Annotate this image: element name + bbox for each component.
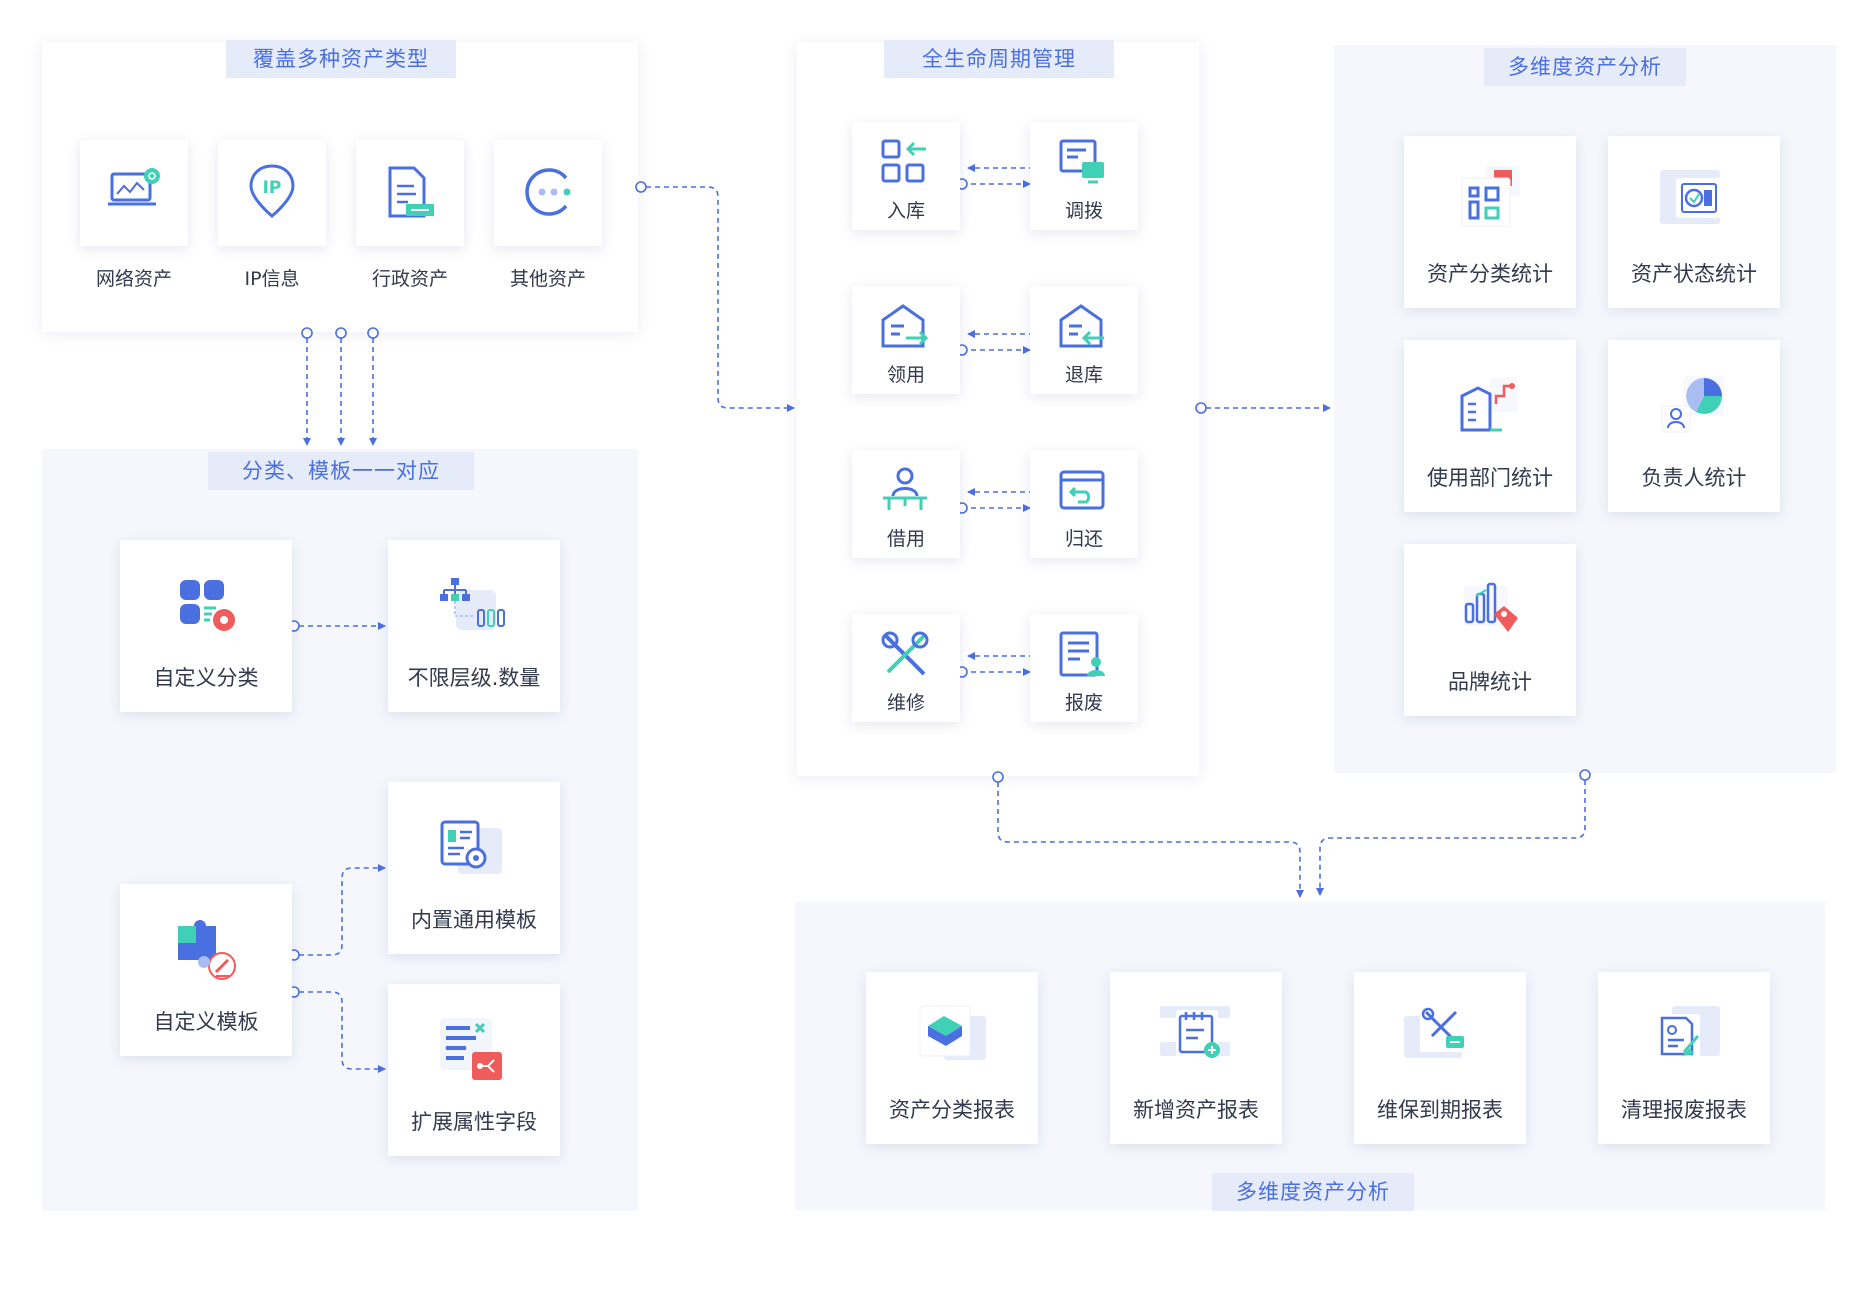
lifecycle-card-return[interactable]: 归还 — [1030, 450, 1138, 558]
lifecycle-label-receive: 领用 — [886, 364, 925, 386]
asset-types-title: 覆盖多种资产类型 — [226, 40, 456, 78]
wrench-icon — [881, 631, 929, 676]
custom-template-label: 自定义模板 — [153, 1010, 259, 1034]
laptop-network-icon — [108, 168, 160, 206]
category-report-icon — [919, 1005, 986, 1060]
hierarchy-icon — [440, 578, 505, 630]
asset-type-label-network: 网络资产 — [95, 268, 172, 290]
lifecycle-label-return: 归还 — [1064, 528, 1103, 550]
analysis-label-status: 资产状态统计 — [1631, 262, 1757, 286]
lifecycle-title: 全生命周期管理 — [884, 40, 1114, 78]
reports-title: 多维度资产分析 — [1212, 1173, 1414, 1211]
svg-text:IP: IP — [263, 178, 282, 198]
borrow-icon — [883, 467, 927, 510]
scrap-icon — [1059, 631, 1105, 677]
inbound-icon — [881, 139, 926, 183]
template-settings-icon — [440, 820, 502, 874]
unlimited-levels-label: 不限层级.数量 — [407, 666, 541, 690]
lifecycle-card-return-stock[interactable]: 退库 — [1030, 286, 1138, 394]
asset-type-card-admin[interactable] — [356, 140, 464, 246]
status-stats-icon — [1660, 170, 1722, 224]
analysis-label-owner: 负责人统计 — [1641, 466, 1747, 490]
report-card-new-asset[interactable]: 新增资产报表 — [1110, 972, 1282, 1144]
asset-type-card-network[interactable] — [80, 140, 188, 246]
analysis-label-category: 资产分类统计 — [1427, 262, 1553, 286]
asset-type-label-ip: IP信息 — [244, 268, 300, 290]
analysis-label-department: 使用部门统计 — [1427, 466, 1553, 490]
return-icon — [1059, 470, 1105, 510]
lifecycle-card-repair[interactable]: 维修 — [852, 614, 960, 722]
puzzle-edit-icon — [178, 920, 236, 980]
builtin-template-card[interactable]: 内置通用模板 — [388, 782, 560, 954]
lifecycle-card-borrow[interactable]: 借用 — [852, 450, 960, 558]
lifecycle-label-borrow: 借用 — [886, 528, 925, 550]
report-card-category[interactable]: 资产分类报表 — [866, 972, 1038, 1144]
brand-stats-icon — [1464, 582, 1518, 632]
analysis-card-department[interactable]: 使用部门统计 — [1404, 340, 1576, 512]
transfer-icon — [1059, 139, 1104, 184]
analysis-card-status[interactable]: 资产状态统计 — [1608, 136, 1780, 308]
new-asset-report-icon — [1160, 1006, 1230, 1058]
owner-stats-icon — [1661, 376, 1724, 433]
custom-template-card[interactable]: 自定义模板 — [120, 884, 292, 1056]
analysis-title: 多维度资产分析 — [1484, 48, 1686, 86]
report-card-disposal[interactable]: 清理报废报表 — [1598, 972, 1770, 1144]
analysis-card-owner[interactable]: 负责人统计 — [1608, 340, 1780, 512]
lifecycle-label-inbound: 入库 — [886, 200, 925, 222]
unlimited-levels-card[interactable]: 不限层级.数量 — [388, 540, 560, 712]
lifecycle-card-scrap[interactable]: 报废 — [1030, 614, 1138, 722]
asset-type-card-ip[interactable]: IP — [218, 140, 326, 246]
custom-category-card[interactable]: 自定义分类 — [120, 540, 292, 712]
receive-icon — [881, 304, 929, 348]
lifecycle-card-receive[interactable]: 领用 — [852, 286, 960, 394]
report-card-maintenance[interactable]: 维保到期报表 — [1354, 972, 1526, 1144]
lifecycle-label-transfer: 调拨 — [1064, 200, 1103, 222]
builtin-template-label: 内置通用模板 — [411, 908, 537, 932]
lifecycle-label-scrap: 报废 — [1064, 692, 1103, 714]
report-label-new-asset: 新增资产报表 — [1133, 1098, 1259, 1122]
lifecycle-card-transfer[interactable]: 调拨 — [1030, 122, 1138, 230]
extended-fields-label: 扩展属性字段 — [411, 1110, 537, 1134]
custom-category-label: 自定义分类 — [153, 666, 259, 690]
report-label-maintenance: 维保到期报表 — [1377, 1098, 1503, 1122]
lifecycle-label-repair: 维修 — [886, 692, 925, 714]
extend-fields-icon — [440, 1018, 502, 1080]
asset-type-label-admin: 行政资产 — [371, 268, 448, 290]
document-icon — [388, 166, 434, 218]
department-stats-icon — [1460, 378, 1518, 432]
report-label-category: 资产分类报表 — [889, 1098, 1015, 1122]
category-grid-icon — [180, 580, 235, 631]
disposal-report-icon — [1656, 1006, 1720, 1058]
asset-type-label-other: 其他资产 — [509, 268, 586, 290]
return-stock-icon — [1059, 304, 1104, 348]
asset-type-card-other[interactable] — [494, 140, 602, 246]
analysis-card-category[interactable]: 资产分类统计 — [1404, 136, 1576, 308]
analysis-card-brand[interactable]: 品牌统计 — [1404, 544, 1576, 716]
extended-fields-card[interactable]: 扩展属性字段 — [388, 984, 560, 1156]
ip-pin-icon: IP — [249, 164, 295, 218]
lifecycle-label-return-stock: 退库 — [1064, 364, 1103, 386]
analysis-label-brand: 品牌统计 — [1448, 670, 1532, 694]
category-stats-icon — [1461, 166, 1520, 227]
lifecycle-card-inbound[interactable]: 入库 — [852, 122, 960, 230]
report-label-disposal: 清理报废报表 — [1621, 1098, 1747, 1122]
more-icon — [525, 168, 571, 216]
maintenance-report-icon — [1404, 1006, 1472, 1058]
category-template-title: 分类、模板一一对应 — [208, 452, 474, 490]
